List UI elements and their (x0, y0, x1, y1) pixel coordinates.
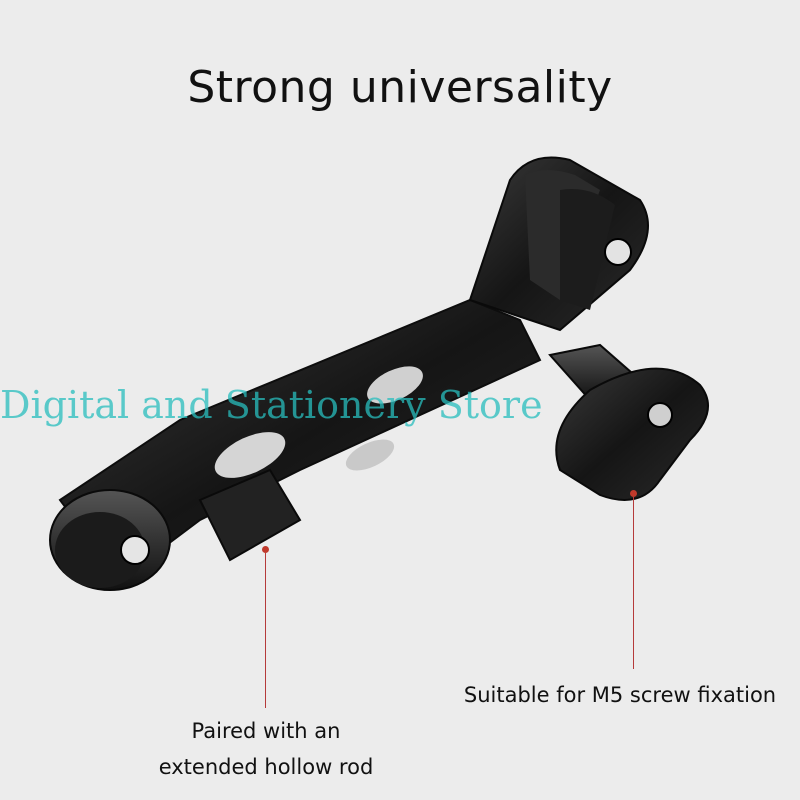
callout-left-line2: extended hollow rod (158, 755, 374, 779)
callout-line-right (633, 497, 634, 669)
left-block (198, 468, 302, 562)
page-title: Strong universality (187, 62, 613, 113)
watermark-text: Digital and Stationery Store (0, 383, 543, 427)
arm-slot-hole (214, 432, 286, 478)
callout-dot-left (262, 546, 269, 553)
arm-slot-hole (345, 439, 395, 471)
callout-line-left (265, 553, 266, 708)
callout-label-left: Paired with an extended hollow rod (130, 713, 402, 785)
left-finger-hole (120, 535, 150, 565)
top-finger-hole (604, 238, 632, 266)
callout-left-line1: Paired with an (191, 719, 341, 743)
thumb-knob (555, 367, 709, 501)
callout-label-right: Suitable for M5 screw fixation (463, 683, 777, 707)
left-finger-mount (55, 512, 145, 588)
arm-slot-hole (367, 366, 423, 404)
knob-thread-hole (647, 402, 673, 428)
callout-dot-right (630, 490, 637, 497)
